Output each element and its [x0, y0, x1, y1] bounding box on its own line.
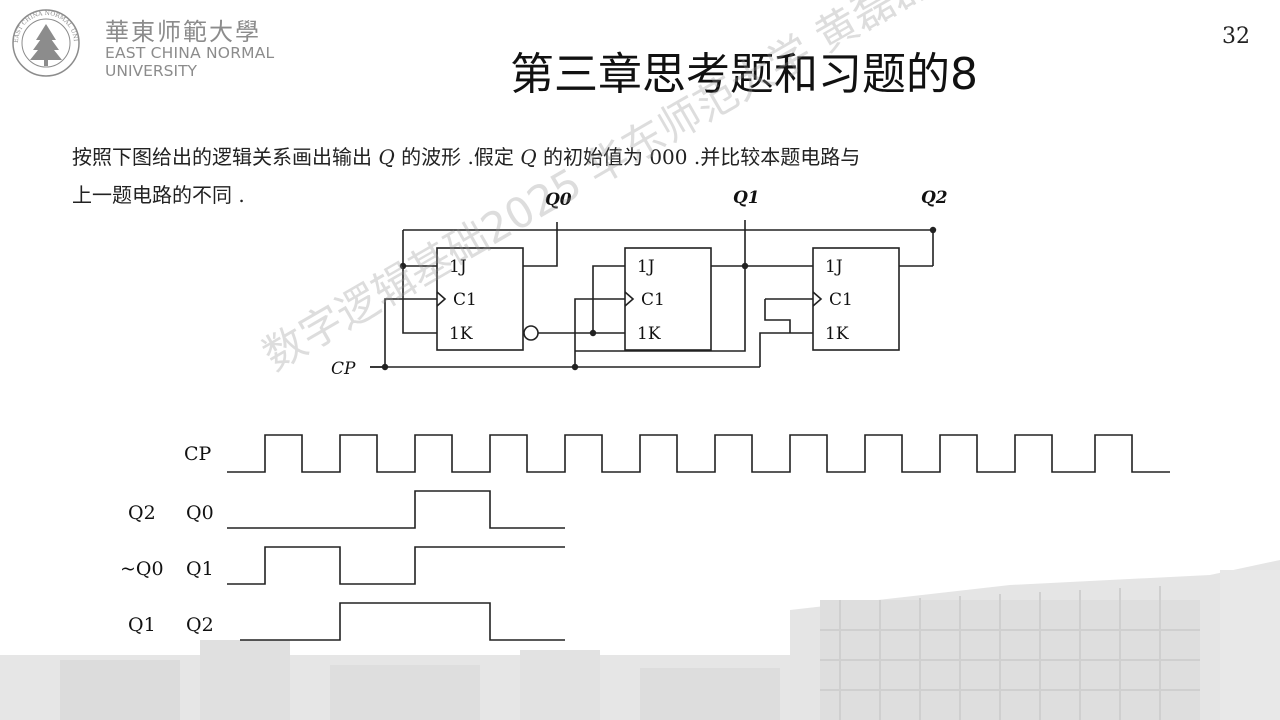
q-symbol: Q: [378, 145, 395, 169]
logo-chinese-name: 華東师範大學: [105, 18, 261, 46]
problem-line-1: 按照下图给出的逻辑关系画出输出 Q 的波形 .假定 Q 的初始值为 000 .并…: [72, 138, 860, 176]
problem-line-2: 上一题电路的不同 .: [72, 183, 245, 207]
row2-left-label: ~Q0: [120, 558, 164, 580]
q0-waveform: [227, 490, 565, 529]
cp-waveform: [227, 434, 1170, 473]
circuit-diagram: 1J C1 1K 1J C1 1K 1J C1 1K CP Q0 Q1 Q2: [331, 188, 948, 379]
timing-diagram: CP Q2 Q0 ~Q0 Q1 Q1 Q2: [120, 434, 1170, 641]
slide-title: 第三章思考题和习题的8: [510, 49, 978, 100]
page-number: 32: [1222, 24, 1250, 49]
q2-waveform: [240, 602, 565, 641]
ff2-pin-k: 1K: [825, 324, 849, 344]
row2-right-label: Q1: [186, 558, 214, 580]
logo-english-line2: UNIVERSITY: [105, 62, 198, 80]
problem-text: 按照下图给出的逻辑关系画出输出: [72, 145, 379, 169]
q0-output-label: Q0: [545, 190, 572, 210]
row1-right-label: Q0: [186, 502, 214, 524]
ff2-pin-c: C1: [829, 290, 853, 310]
ff0-pin-c: C1: [453, 290, 477, 310]
ff1-pin-j: 1J: [637, 257, 655, 277]
ff0-pin-j: 1J: [449, 257, 467, 277]
ff0-pin-k: 1K: [449, 324, 473, 344]
logo-english-line1: EAST CHINA NORMAL: [105, 44, 275, 62]
cp-label: CP: [331, 359, 356, 379]
ff1-pin-c: C1: [641, 290, 665, 310]
problem-statement: 按照下图给出的逻辑关系画出输出 Q 的波形 .假定 Q 的初始值为 000 .并…: [72, 138, 860, 214]
q1-waveform: [227, 546, 565, 585]
ff2-pin-j: 1J: [825, 257, 843, 277]
q1-output-label: Q1: [733, 188, 760, 208]
problem-text: 的波形 .假定: [394, 145, 521, 169]
university-seal-icon: EAST CHINA NORMAL UNIVERSITY: [5, 1, 80, 77]
q-symbol: Q: [520, 145, 537, 169]
row1-left-label: Q2: [128, 502, 156, 524]
q2-output-label: Q2: [921, 188, 948, 208]
row3-right-label: Q2: [186, 614, 214, 636]
cp-row-label: CP: [184, 443, 212, 465]
ff1-pin-k: 1K: [637, 324, 661, 344]
row3-left-label: Q1: [128, 614, 156, 636]
problem-text: 的初始值为 000 .并比较本题电路与: [536, 145, 861, 169]
university-logo: EAST CHINA NORMAL UNIVERSITY 華東师範大學 EAST…: [5, 1, 298, 80]
